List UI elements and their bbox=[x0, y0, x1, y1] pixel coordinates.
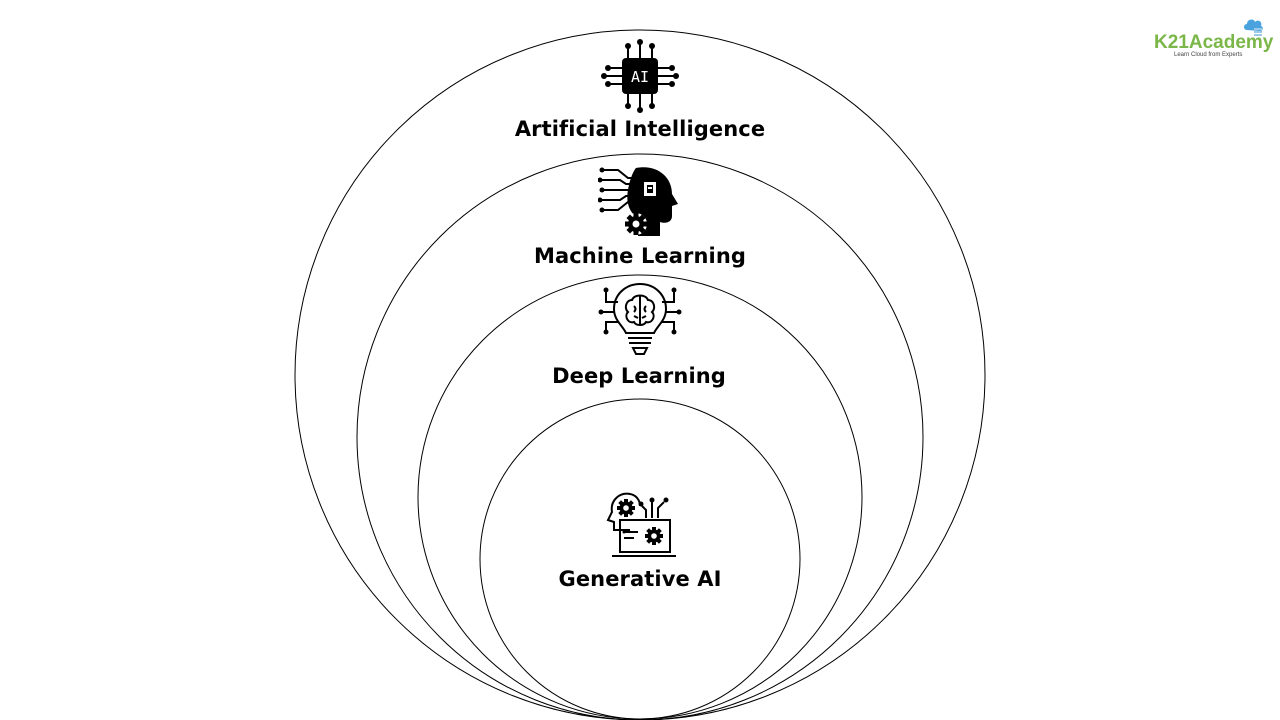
circle-artificial-intelligence bbox=[294, 29, 986, 720]
circle-machine-learning bbox=[356, 153, 924, 720]
circle-generative-ai bbox=[479, 398, 801, 720]
brain-lightbulb-icon bbox=[598, 282, 682, 355]
logo-tagline: Learn Cloud from Experts bbox=[1174, 52, 1243, 58]
layer-label-artificial-intelligence: Artificial Intelligence bbox=[514, 117, 766, 141]
cloud-icon bbox=[1244, 19, 1263, 36]
layer-label-generative-ai: Generative AI bbox=[558, 567, 722, 591]
layer-label-deep-learning: Deep Learning bbox=[552, 364, 726, 388]
logo-text: K21Academy bbox=[1154, 32, 1274, 53]
chip-text: AI bbox=[631, 68, 649, 86]
layer-label-machine-learning: Machine Learning bbox=[533, 244, 747, 268]
k21academy-logo: K21Academy Learn Cloud from Experts bbox=[1148, 16, 1273, 64]
head-laptop-gear-icon bbox=[606, 492, 676, 557]
ai-chip-icon: AI bbox=[601, 39, 679, 113]
robot-head-gear-icon bbox=[598, 167, 678, 236]
